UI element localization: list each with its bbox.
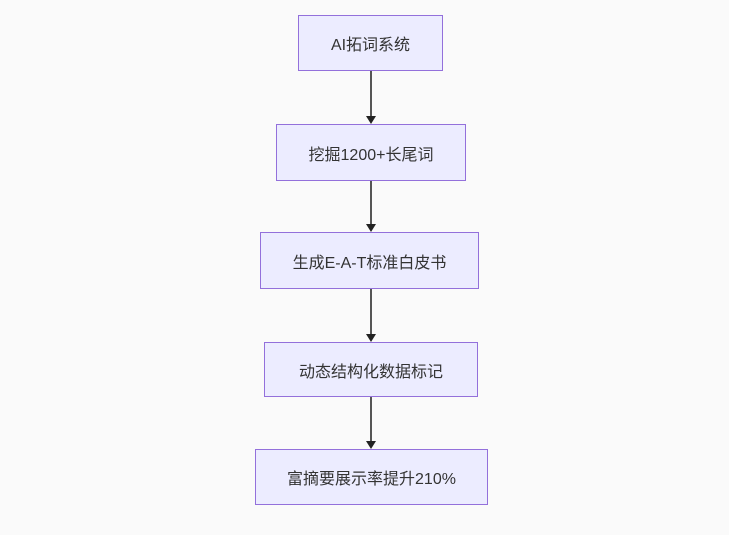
flowchart-node-ai-word-system: AI拓词系统: [298, 15, 443, 71]
arrow-head-icon: [366, 334, 376, 342]
flowchart-arrow-3: [364, 289, 378, 342]
node-label: AI拓词系统: [330, 37, 411, 54]
node-label: 生成E-A-T标准白皮书: [292, 254, 447, 272]
flowchart-arrow-1: [364, 71, 378, 124]
arrow-shaft: [370, 181, 372, 225]
arrow-head-icon: [366, 441, 376, 449]
flowchart-node-eat-whitepaper: 生成E-A-T标准白皮书: [260, 232, 479, 289]
flowchart-node-structured-data: 动态结构化数据标记: [264, 342, 478, 397]
flowchart-arrow-4: [364, 397, 378, 449]
flowchart-arrow-2: [364, 181, 378, 232]
arrow-shaft: [370, 71, 372, 117]
node-label: 富摘要展示率提升210%: [287, 471, 456, 488]
arrow-head-icon: [366, 116, 376, 124]
node-label: 挖掘1200+长尾词: [308, 146, 434, 164]
flowchart-node-longtail-mining: 挖掘1200+长尾词: [276, 124, 466, 181]
arrow-head-icon: [366, 224, 376, 232]
flowchart-node-rich-snippet-result: 富摘要展示率提升210%: [255, 449, 488, 505]
arrow-shaft: [370, 289, 372, 335]
node-label: 动态结构化数据标记: [298, 363, 443, 381]
arrow-shaft: [370, 397, 372, 442]
